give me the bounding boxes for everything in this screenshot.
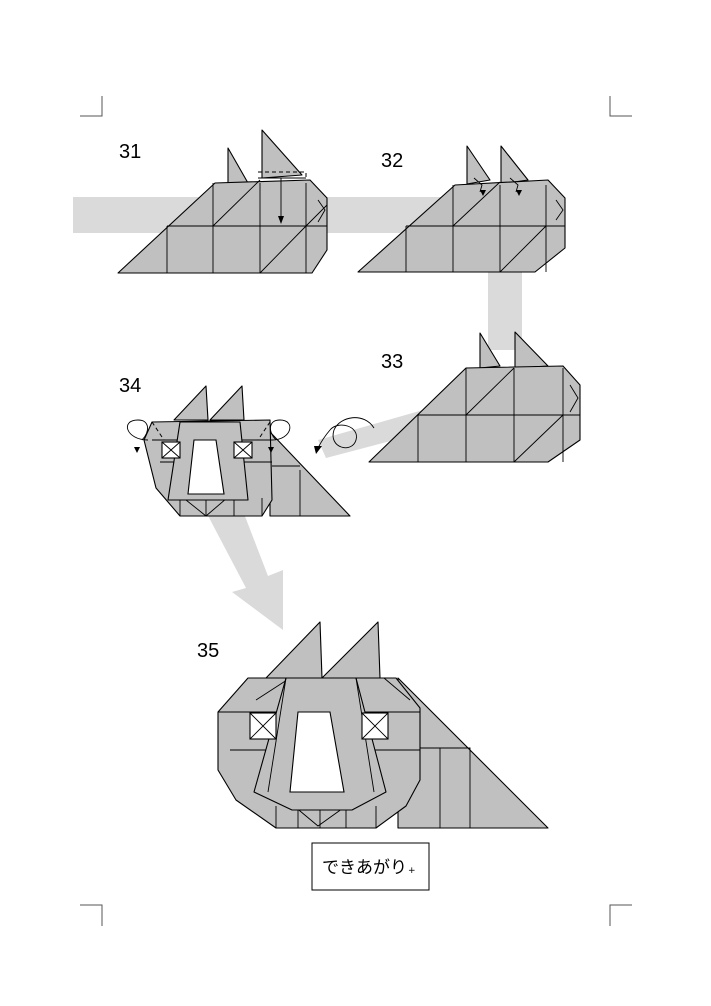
step-33-number: 33 [381,351,403,373]
step-34-model [127,385,351,517]
step-32-model [357,145,566,273]
step-33-model [368,331,581,463]
crop-marks [80,96,632,926]
step-31-model [117,129,328,274]
step-31-number: 31 [119,141,141,163]
finish-label-box [311,842,430,891]
step-34-number: 34 [119,375,141,397]
step-32-number: 32 [381,150,403,172]
finish-mark: + [408,866,416,876]
step-35-number: 35 [197,640,219,662]
step-35-model [217,621,549,829]
turn-over-arrow-icon [314,417,375,454]
finish-label: できあがり+ [322,858,416,878]
